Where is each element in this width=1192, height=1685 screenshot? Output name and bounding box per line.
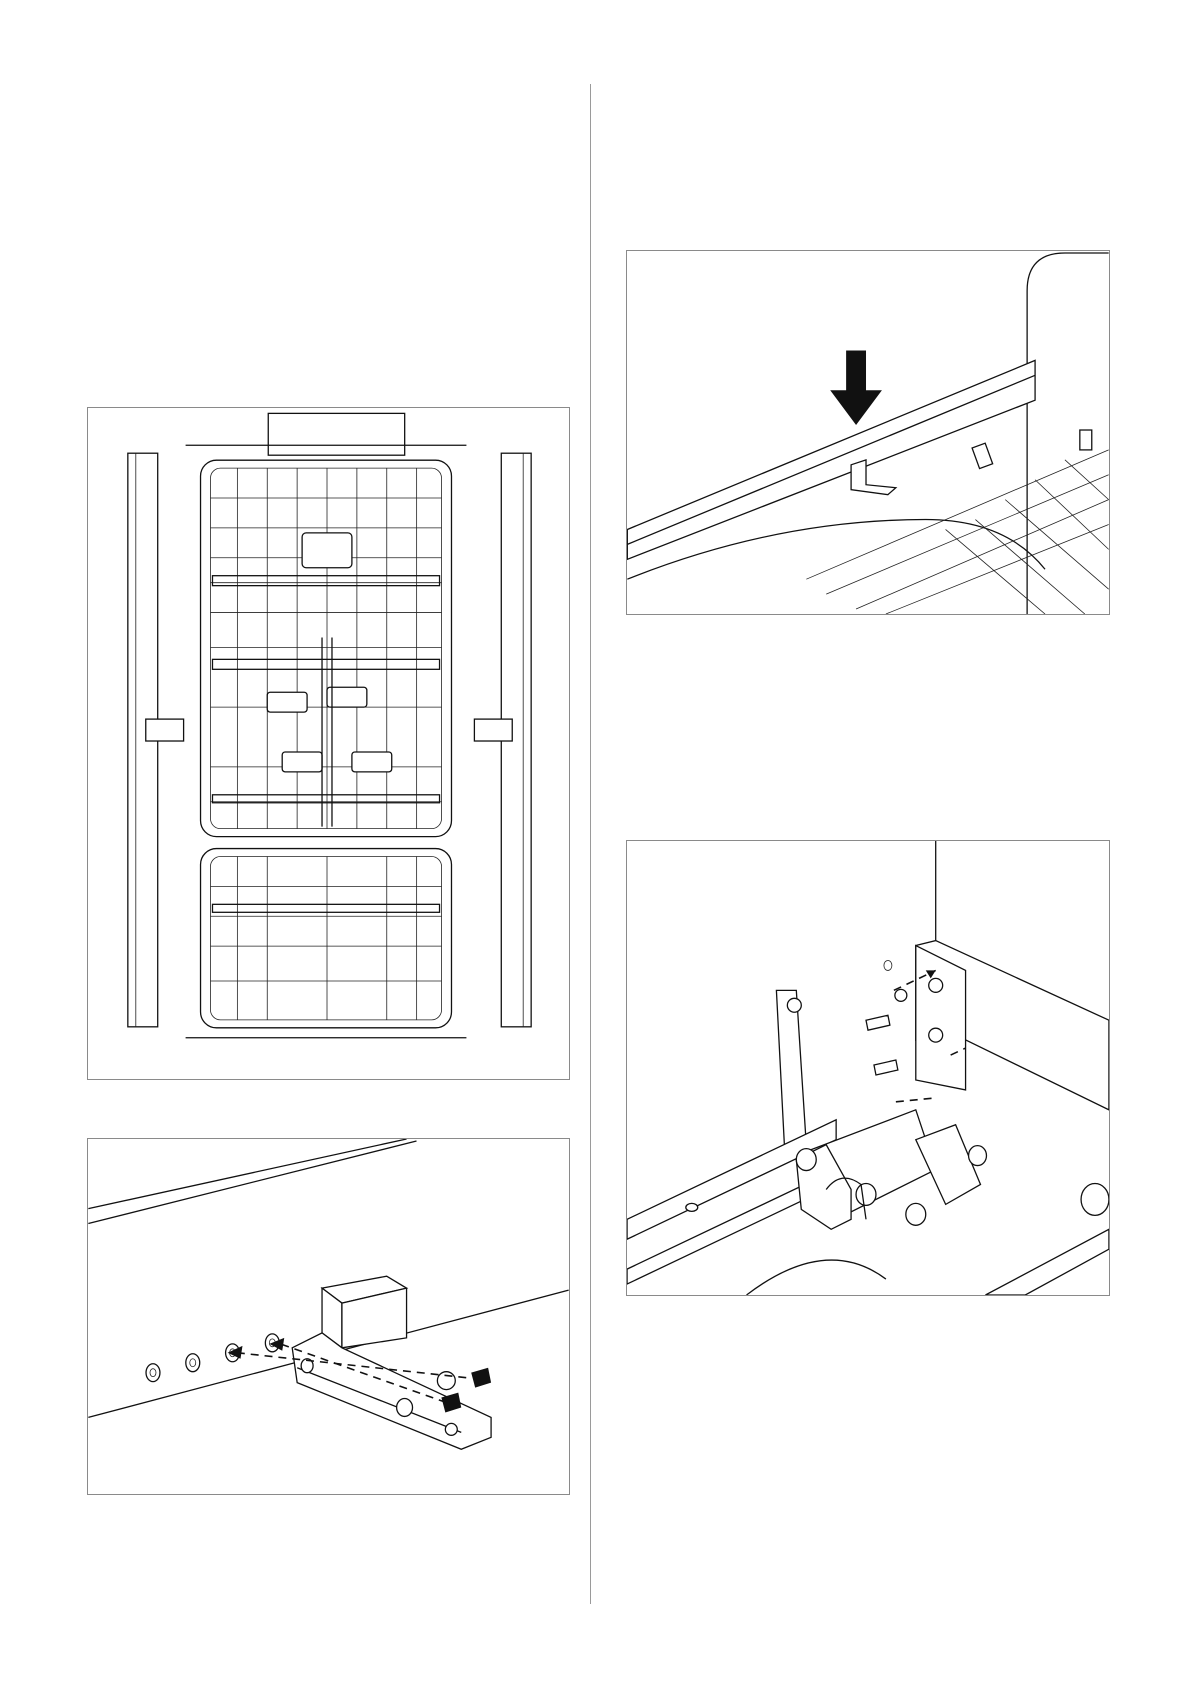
- column-divider: [590, 84, 591, 1604]
- bracket-screws-exploded-illustration: [88, 1139, 569, 1494]
- down-arrow-rail-illustration: [627, 251, 1109, 614]
- down-arrow-icon: [830, 350, 882, 425]
- bed-frame-top-view-figure: [87, 407, 570, 1080]
- hinge-bracket-exploded-illustration: [627, 841, 1109, 1295]
- hinge-bracket-screws-figure: [626, 840, 1110, 1296]
- side-rail-insertion-headboard-figure: [626, 250, 1110, 615]
- bed-frame-top-view-illustration: [88, 408, 569, 1079]
- side-rail-bracket-mounting-figure: [87, 1138, 570, 1495]
